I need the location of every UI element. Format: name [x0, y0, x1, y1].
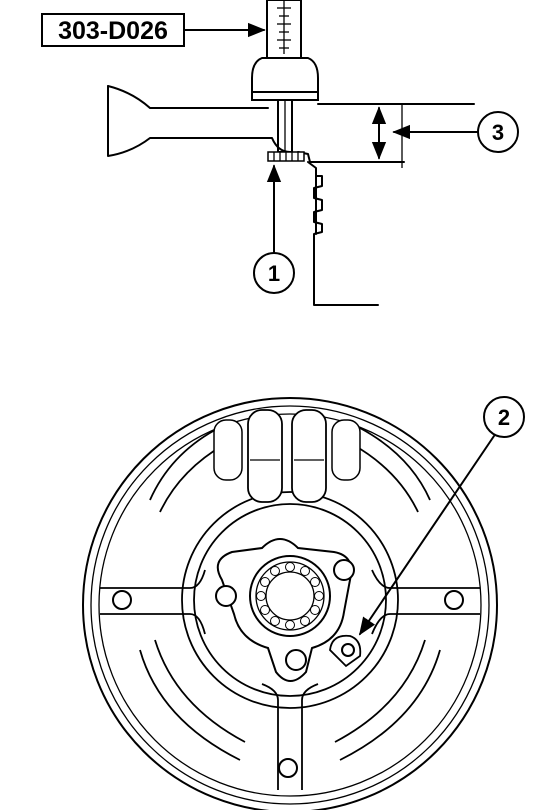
callout-1-label: 1 — [268, 261, 280, 286]
rim-hole-right — [444, 590, 464, 610]
dimension-3 — [371, 104, 479, 168]
callout-3: 3 — [477, 111, 519, 153]
tool-label-box — [41, 13, 185, 47]
rim-hole-bottom — [278, 758, 298, 778]
callout-1: 1 — [253, 252, 295, 294]
tool-label: 303-D026 — [58, 17, 168, 45]
depth-gauge-illustration: 303-D026 — [41, 0, 479, 306]
ear-hole-left — [215, 585, 237, 607]
ear-hole-bottom — [285, 649, 307, 671]
hole-part-2 — [329, 634, 362, 668]
depth-gauge — [251, 0, 319, 153]
ear-hole-right — [333, 559, 355, 581]
shim-part-1 — [267, 151, 305, 162]
callout-2-label: 2 — [498, 405, 510, 430]
callout-2-leader — [358, 435, 495, 636]
callout-2: 2 — [483, 396, 525, 438]
rim-hole-left — [112, 590, 132, 610]
callout-3-label: 3 — [492, 120, 504, 145]
center-bearing — [249, 555, 331, 637]
pump-cover-illustration — [82, 397, 498, 810]
housing-section — [107, 85, 475, 306]
